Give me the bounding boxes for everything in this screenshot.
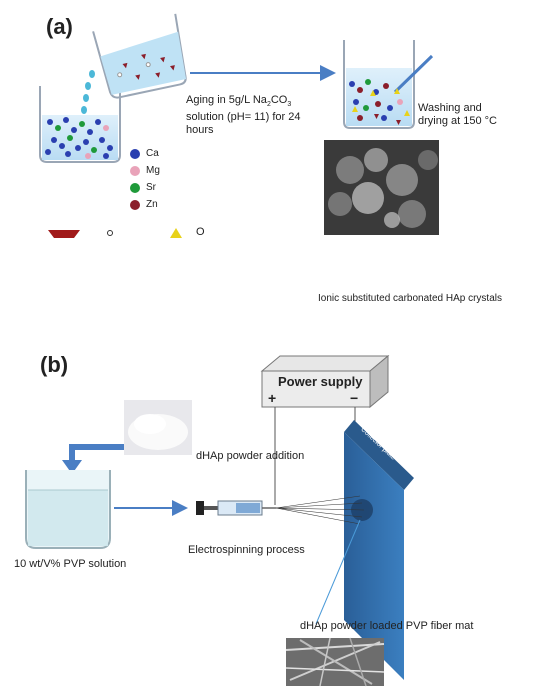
anion-legend	[48, 228, 182, 238]
fiber-mat-leader	[315, 519, 361, 625]
sem-image-b	[285, 637, 385, 687]
beaker-right	[343, 40, 434, 129]
legend-ca: Ca	[130, 148, 160, 159]
legend-mg: Mg	[130, 165, 160, 176]
spray-cone	[275, 495, 365, 525]
minus-terminal: −	[350, 390, 359, 406]
plus-terminal: +	[268, 390, 277, 406]
anion-symbol: O	[196, 226, 205, 238]
sem-image-a	[324, 140, 439, 235]
aging-text: Aging in 5g/L Na2CO3 solution (pH= 11) f…	[186, 94, 301, 137]
mg-dot-icon	[130, 165, 140, 176]
ca-dot-icon	[130, 148, 140, 159]
power-supply-box	[260, 354, 390, 409]
fiber-mat-label: dHAp powder loaded PVP fiber mat	[300, 620, 474, 632]
panel-b-label: (b)	[40, 352, 69, 377]
powder-addition-label: dHAp powder addition	[196, 450, 305, 462]
process-label: Electrospinning process	[188, 544, 305, 556]
powder-arrow	[69, 444, 124, 463]
pour-drops	[81, 70, 95, 114]
collector-plate	[344, 420, 414, 680]
syringe	[196, 500, 276, 516]
power-supply-label: Power supply	[278, 374, 363, 389]
ion-legend: Ca Mg Sr Zn	[130, 148, 160, 210]
left-beaker-particles	[45, 117, 113, 159]
washing-text: Washing and drying at 150 °C	[418, 102, 497, 127]
beaker-pouring	[92, 13, 187, 99]
pvp-beaker	[25, 470, 111, 549]
pvp-solution-label: 10 wt/V% PVP solution	[14, 558, 127, 570]
zn-dot-icon	[130, 199, 140, 210]
panel-a-label: (a)	[46, 14, 73, 39]
crystal-caption: Ionic substituted carbonated HAp crystal…	[318, 293, 502, 304]
legend-zn: Zn	[130, 199, 160, 210]
powder-photo	[124, 400, 192, 455]
legend-sr: Sr	[130, 182, 160, 193]
sr-dot-icon	[130, 182, 140, 193]
right-beaker-particles	[349, 79, 410, 125]
